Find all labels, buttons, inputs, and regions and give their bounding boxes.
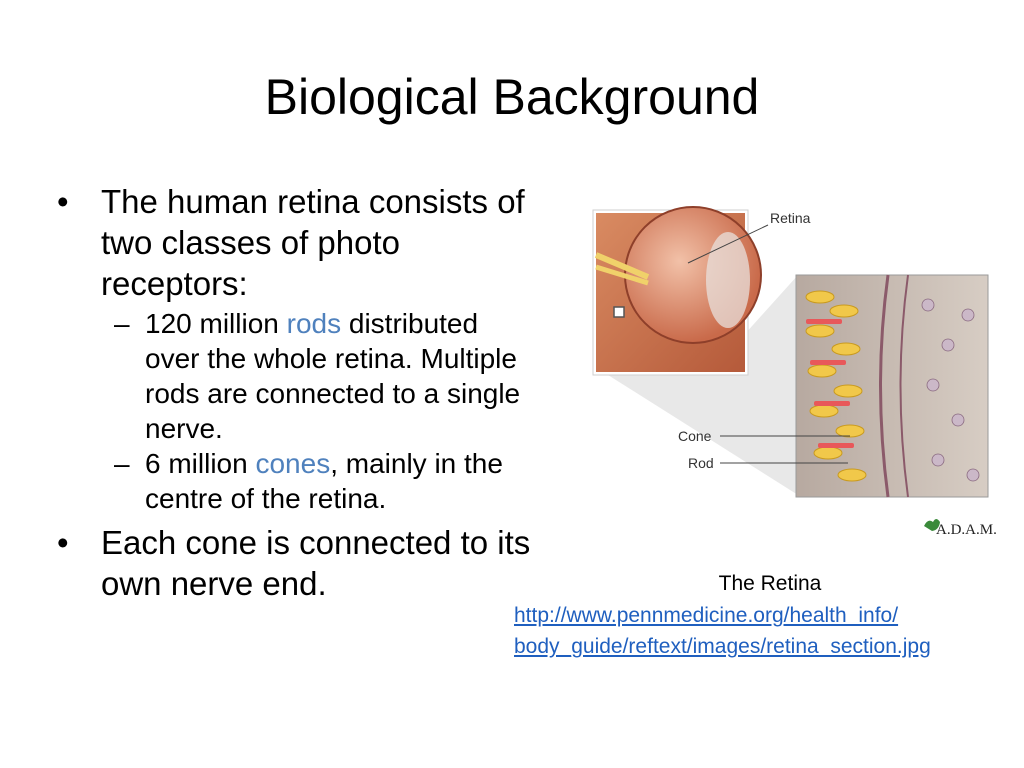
bullet-icon: • <box>57 524 69 561</box>
source-link-line1[interactable]: http://www.pennmedicine.org/health_info/ <box>514 604 899 627</box>
rods-text-pre: 120 million <box>145 308 287 339</box>
bullet-icon: • <box>57 183 69 220</box>
bullet-item-retina: • The human retina consists of two class… <box>55 181 535 304</box>
rods-text-post: distributed over the whole retina. Multi… <box>145 308 521 444</box>
slide-title: Biological Background <box>264 69 760 125</box>
figure-caption: The Retina <box>718 572 822 595</box>
eye-inset <box>592 206 762 376</box>
retina-label: Retina <box>770 210 811 226</box>
bullet-list: • The human retina consists of two class… <box>55 181 535 604</box>
dash-icon: – <box>114 308 130 339</box>
bullet-item-cone-nerve: • Each cone is connected to its own nerv… <box>55 522 535 604</box>
adam-logo-text: A.D.A.M. <box>936 522 997 538</box>
retina-diagram-svg: Retina Cone Rod A.D.A.M. <box>592 206 997 538</box>
cones-text-post: , mainly in the centre of the retina. <box>145 448 503 514</box>
bullet-text-cone-nerve: Each cone is connected to its own nerve … <box>101 524 531 602</box>
retina-illustration: Retina Cone Rod A.D.A.M. <box>588 205 1008 545</box>
cells-inset <box>795 274 989 498</box>
zoom-wedge <box>608 275 798 495</box>
source-link[interactable]: http://www.pennmedicine.org/health_info/… <box>514 600 931 662</box>
sub-bullet-cones: – 6 million cones, mainly in the centre … <box>55 446 535 516</box>
cone-label: Cone <box>678 428 712 444</box>
dash-icon: – <box>114 448 130 479</box>
rod-label: Rod <box>688 455 714 471</box>
cones-highlight: cones <box>255 448 331 479</box>
sub-bullet-rods: – 120 million rods distributed over the … <box>55 306 535 446</box>
retina-leader-line <box>687 224 769 264</box>
cones-text-pre: 6 million <box>145 448 256 479</box>
adam-logo-leaf-icon <box>924 519 940 531</box>
bullet-text-retina: The human retina consists of two classes… <box>101 183 525 302</box>
rods-highlight: rods <box>286 308 342 339</box>
source-link-line2[interactable]: body_guide/reftext/images/retina_section… <box>514 635 931 658</box>
